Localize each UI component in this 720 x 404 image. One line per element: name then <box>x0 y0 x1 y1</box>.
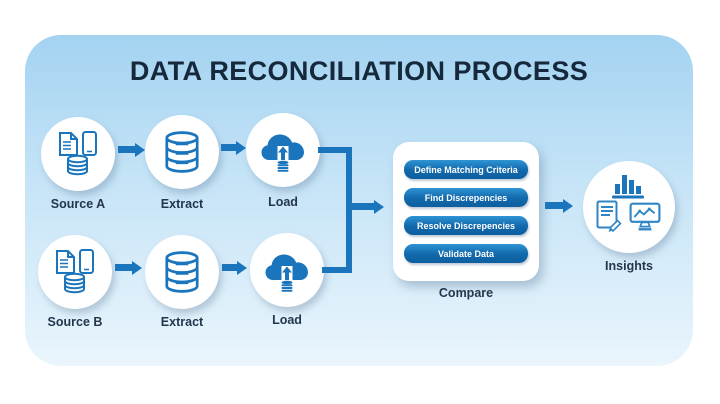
arrow-source-a-to-extract <box>118 142 145 157</box>
arrow-compare-to-insights <box>545 198 573 213</box>
merge-connector-top <box>318 147 352 153</box>
compare-step-find-discrepencies: Find Discrepencies <box>404 188 528 207</box>
report-pencil-icon <box>596 200 622 233</box>
diagram-background-card <box>25 35 693 366</box>
compare-step-resolve-discrepencies: Resolve Discrepencies <box>404 216 528 235</box>
cloud-upload-icon <box>261 134 304 172</box>
compare-label: Compare <box>438 286 494 300</box>
arrow-extract-a-to-load <box>221 140 246 155</box>
merge-connector-bottom <box>322 267 352 273</box>
arrow-source-b-to-extract <box>115 260 142 275</box>
bar-chart-icon <box>612 175 644 199</box>
load-b-node <box>250 233 324 307</box>
source-data-icon <box>59 131 97 176</box>
load-a-node <box>246 113 320 187</box>
extract-b-label: Extract <box>160 315 204 329</box>
database-extract-icon <box>165 131 199 173</box>
extract-a-label: Extract <box>160 197 204 211</box>
compare-step-validate-data: Validate Data <box>404 244 528 263</box>
monitor-chart-icon <box>629 202 661 231</box>
load-b-label: Load <box>272 313 302 327</box>
merge-connector-vertical <box>346 147 352 273</box>
extract-a-node <box>145 115 219 189</box>
database-extract-icon <box>165 251 199 293</box>
cloud-upload-icon <box>265 254 308 292</box>
source-a-node <box>41 117 115 191</box>
source-data-icon <box>56 249 94 294</box>
load-a-label: Load <box>268 195 298 209</box>
arrow-extract-b-to-load <box>222 260 247 275</box>
diagram-title: DATA RECONCILIATION PROCESS <box>129 56 589 86</box>
source-b-node <box>38 235 112 309</box>
insights-label: Insights <box>605 259 653 273</box>
compare-box: Define Matching Criteria Find Discrepenc… <box>393 142 539 281</box>
source-b-label: Source B <box>47 315 103 329</box>
arrow-merge-to-compare <box>352 199 384 214</box>
extract-b-node <box>145 235 219 309</box>
compare-step-define-matching-criteria: Define Matching Criteria <box>404 160 528 179</box>
source-a-label: Source A <box>50 197 106 211</box>
